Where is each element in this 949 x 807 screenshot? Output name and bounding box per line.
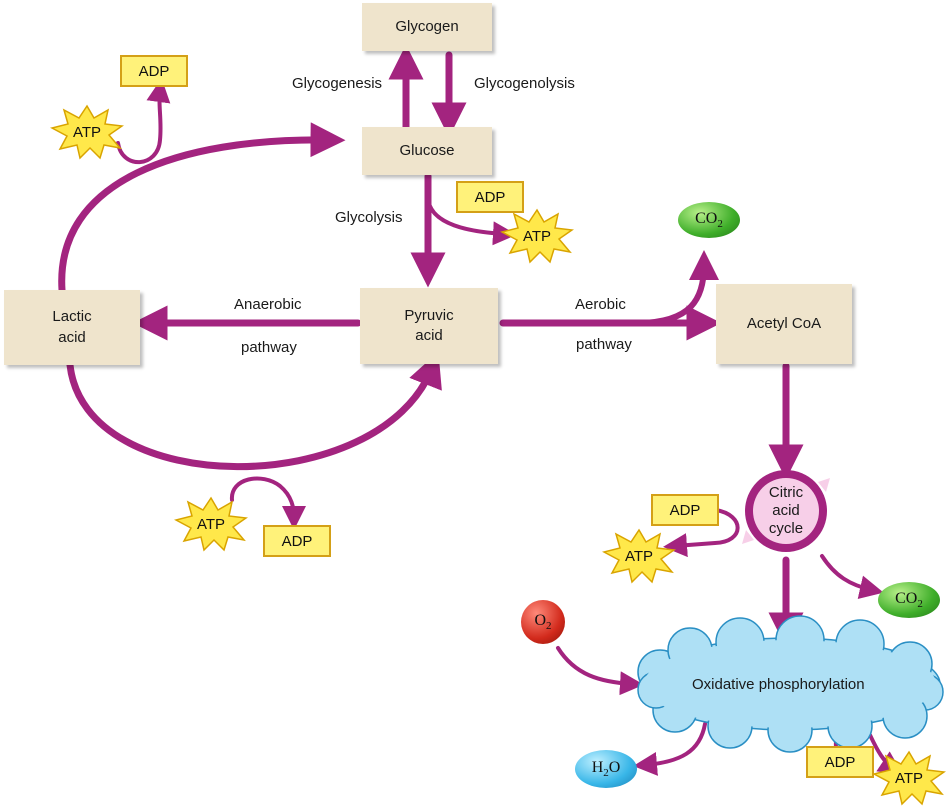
citric-acid-cycle-label: Citric acid cycle [756,484,816,538]
co2-molecule-aerobic: CO2 [678,202,740,238]
glycogenolysis-label: Glycogenolysis [474,75,575,92]
starburst-icon [50,104,124,160]
adp-text: ADP [474,188,506,206]
acid-label: acid [772,502,800,519]
adp-box-bottom: ADP [263,525,331,557]
h2o-molecule: H2O [575,750,637,788]
o2-arrow [556,646,644,696]
pyruvic-acid-box: Pyruvic acid [360,288,498,364]
glycogenesis-label: Glycogenesis [292,75,383,92]
starburst-icon [174,496,248,552]
glycolysis-atp-branch [426,196,517,246]
atp-text: ATP [624,547,654,565]
glucose-box: Glucose [362,127,492,175]
atp-adp-branch-bottom [230,476,306,530]
acetyl-coa-label: Acetyl CoA [746,314,822,332]
atp-text: ATP [72,123,102,141]
starburst-icon [500,208,574,264]
anaerobic-pathway-label: pathway [241,339,297,356]
atp-text: ATP [196,515,226,533]
atp-adp-branch-top [116,78,171,165]
oxidative-phosphorylation-label: Oxidative phosphorylation [692,676,865,693]
glycogen-box: Glycogen [362,3,492,51]
h2o-text: H2O [591,758,621,780]
co2-molecule-cycle: CO2 [878,582,940,618]
atp-burst-cycle: ATP [602,528,676,584]
citric-acid-cycle-ring [742,470,830,552]
starburst-icon [602,528,676,584]
atp-burst-glycolysis: ATP [500,208,574,264]
lactic-acid-box: Lactic acid [4,290,140,365]
adp-text: ADP [138,62,170,80]
lactic-to-pyruvic-arrow [66,351,442,471]
oxphos-cloud [637,615,944,753]
starburst-icon [872,750,946,806]
o2-molecule: O2 [521,600,565,644]
aerobic-label: Aerobic [575,296,626,313]
adp-box-top: ADP [120,55,188,87]
atp-burst-bottom: ATP [174,496,248,552]
adp-box-oxphos: ADP [806,746,874,778]
acetyl-coa-box: Acetyl CoA [716,284,852,364]
o2-text: O2 [534,611,552,633]
adp-box-glycolysis: ADP [456,181,524,213]
adp-text: ADP [669,501,701,519]
h2o-arrow [633,722,707,776]
adp-text: ADP [281,532,313,550]
pyruvic-acid-label-line2: acid [415,327,443,344]
atp-text: ATP [894,769,924,787]
glycolysis-label: Glycolysis [335,209,403,226]
cycle-co2-branch [820,554,884,600]
adp-text: ADP [824,753,856,771]
co2-text: CO2 [695,209,723,231]
lactic-acid-label-line1: Lactic [52,308,92,326]
atp-burst-top: ATP [50,104,124,160]
glucose-label: Glucose [399,141,455,159]
lactic-to-glucose-arrow [58,122,346,294]
co2-text: CO2 [895,589,923,611]
pyruvic-acid-label-line1: Pyruvic [404,306,454,324]
aerobic-pathway-label: pathway [576,336,632,353]
glycogen-label: Glycogen [395,17,459,35]
adp-box-cycle: ADP [651,494,719,526]
anaerobic-label: Anaerobic [234,296,302,313]
cycle-atp-branch [663,508,740,558]
atp-text: ATP [522,227,552,245]
citric-label: Citric [768,484,804,501]
atp-burst-oxphos: ATP [872,750,946,806]
cycle-label: cycle [768,520,804,537]
aerobic-co2-branch [637,250,719,326]
lactic-acid-label-line2: acid [58,328,86,346]
